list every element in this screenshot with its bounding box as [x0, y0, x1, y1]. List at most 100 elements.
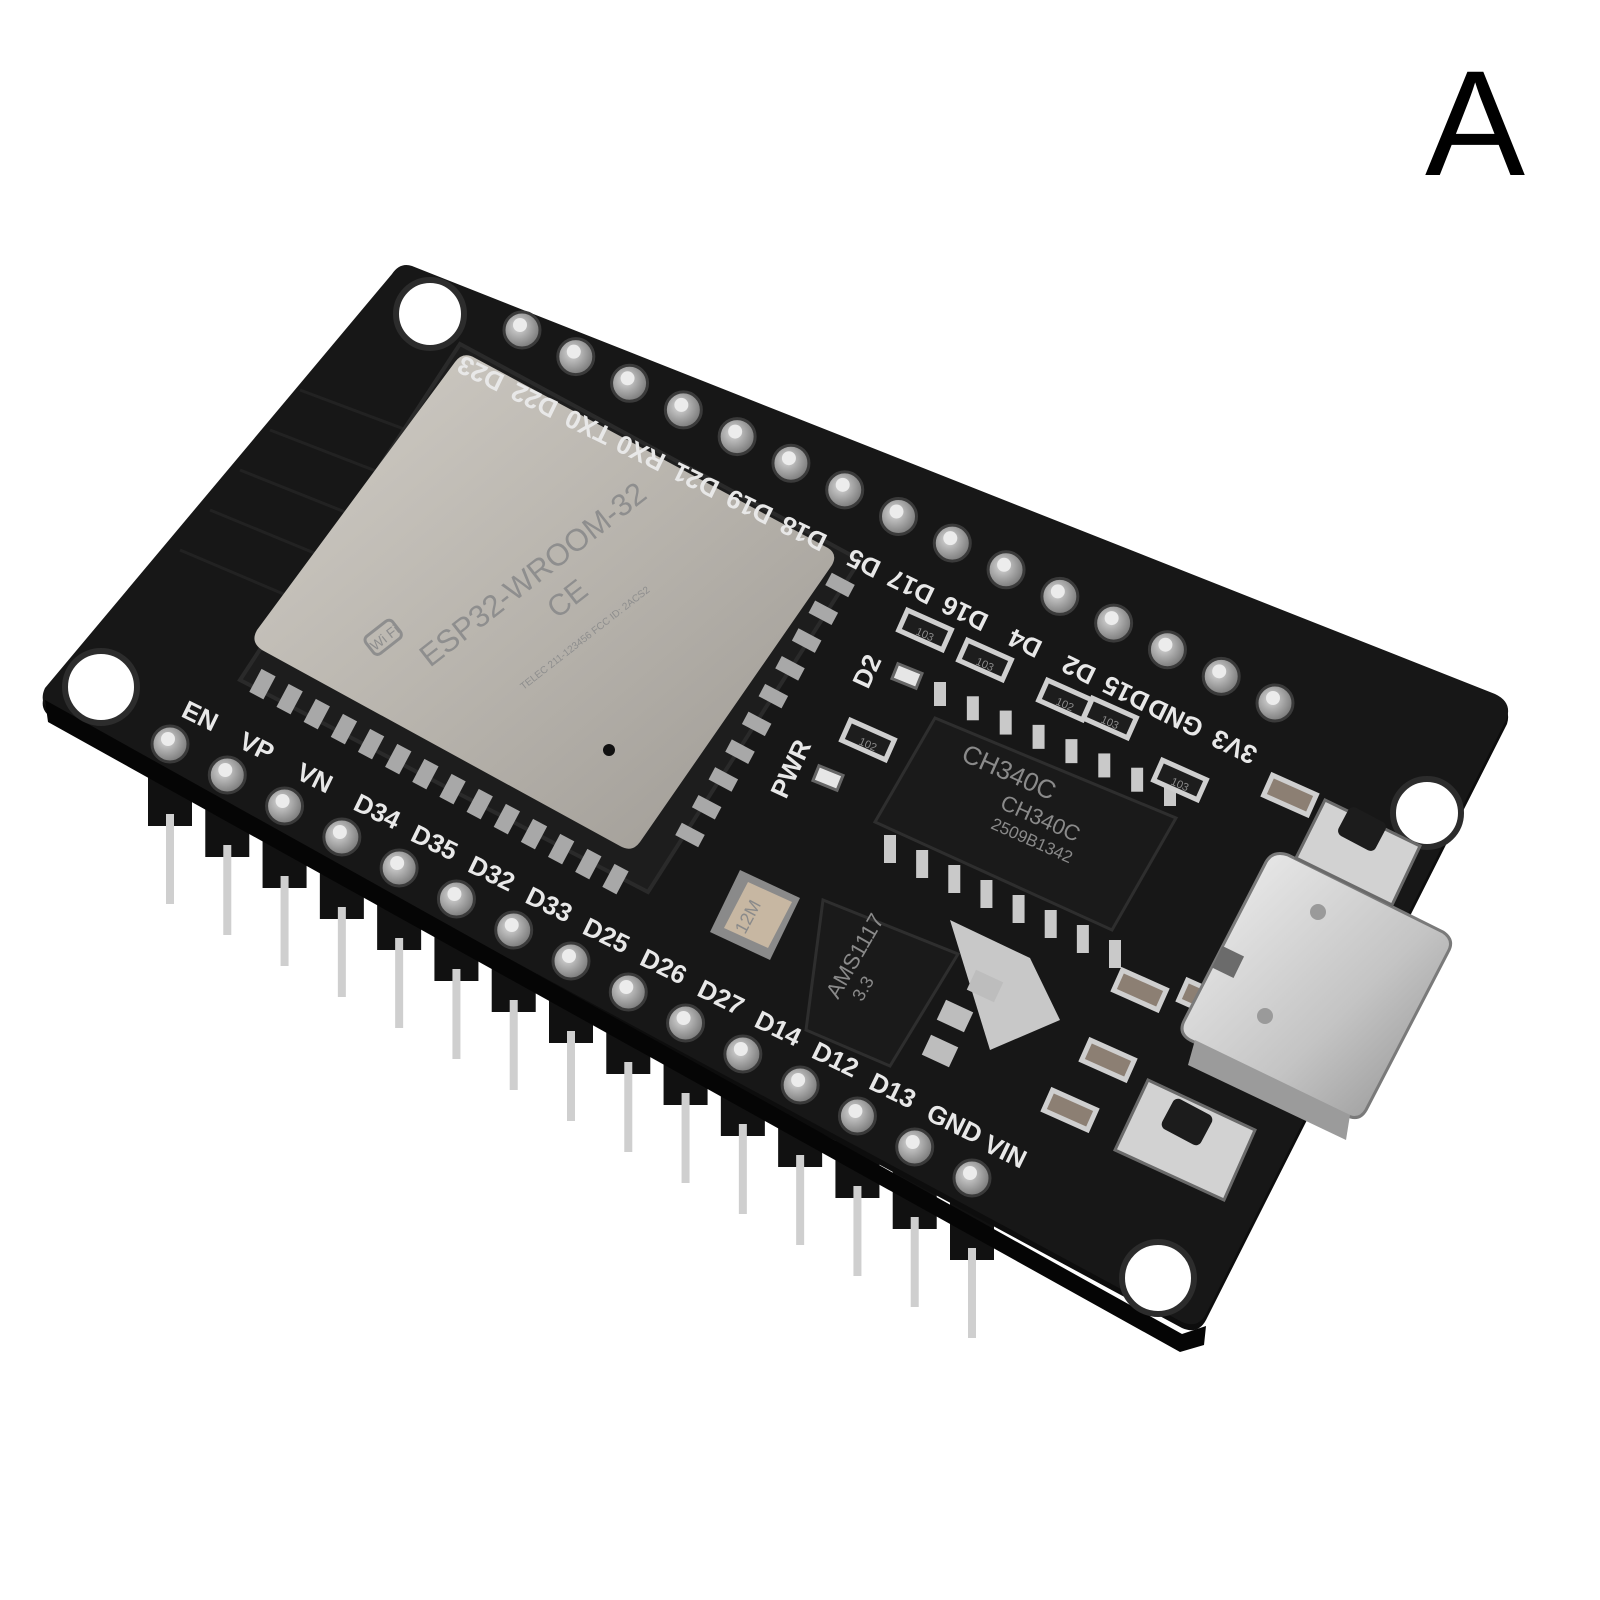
tactile-button-icon [1293, 798, 1422, 908]
pin-tip [674, 397, 689, 412]
pin-tip [889, 504, 904, 519]
pin-tip [1266, 691, 1280, 705]
esp32-module: Wi Fi ESP32-WROOM-32 CE TELEC 211-123456… [237, 341, 863, 895]
pin-tip [513, 318, 527, 332]
smd-resistor [955, 636, 1015, 684]
pin-tip [728, 424, 743, 439]
smd-resistor [895, 606, 955, 654]
header-pin-leg [166, 814, 174, 904]
module-pad [493, 803, 521, 835]
module-pad [725, 739, 755, 764]
module-pad [758, 683, 789, 709]
pin-tip [504, 918, 519, 932]
chip-leg [884, 835, 896, 863]
pin-tip [943, 531, 958, 546]
header-pin-leg [624, 1062, 633, 1152]
pin-tip [562, 949, 576, 963]
pin-tip [791, 1073, 806, 1087]
chip-leg [1131, 767, 1144, 792]
header-pin-leg [738, 1124, 747, 1214]
chip-leg [916, 850, 929, 878]
module-pad [547, 833, 575, 865]
chip-leg [966, 696, 979, 721]
module-pad [775, 656, 805, 681]
pin-tip [619, 980, 634, 994]
module-pad [412, 758, 439, 790]
header-pin-leg [395, 938, 404, 1028]
smd-capacitor [1078, 1036, 1138, 1084]
header-pin-leg [280, 876, 289, 966]
chip-leg [1065, 739, 1078, 764]
header-pin-leg [853, 1186, 862, 1276]
module-pad [741, 711, 772, 737]
module-pad [808, 600, 839, 626]
pin-tip [997, 557, 1012, 572]
led-d2 [889, 661, 925, 691]
module-pad [791, 628, 822, 653]
led-pwr [810, 763, 846, 793]
pin1-dot [603, 744, 615, 756]
smd-resistor [1035, 676, 1095, 724]
module-metal-shield [254, 355, 835, 849]
header-pin-leg [337, 907, 346, 997]
header-pin-leg [910, 1217, 919, 1307]
module-pad [385, 743, 412, 775]
chip-leg [1012, 895, 1025, 923]
header-pin-leg [509, 1000, 518, 1090]
pin-tip [447, 887, 462, 901]
module-pad [520, 818, 548, 850]
pin-tip [781, 451, 796, 466]
pin-tip [275, 794, 290, 808]
usb-uart-chip: CH340C CH340C 2509B1342 [872, 682, 1179, 968]
pin-tip [1050, 584, 1065, 599]
chip-leg [980, 880, 993, 908]
module-castellated-pads [249, 572, 855, 895]
module-pad [691, 794, 722, 820]
header-pin-leg [968, 1248, 976, 1338]
pin-tip [1158, 637, 1173, 652]
chip-leg [1109, 940, 1121, 968]
module-pad [357, 728, 385, 760]
header-pin-leg [223, 845, 232, 935]
module-pad [575, 848, 602, 880]
pin-tip [218, 763, 233, 777]
module-pad [708, 767, 739, 792]
smd-resistor [1150, 756, 1210, 804]
variant-letter: A [1425, 39, 1526, 207]
smd-capacitor [1260, 771, 1320, 819]
pin-tip [332, 825, 347, 839]
voltage-regulator: AMS1117 3.3 [804, 897, 1060, 1068]
pin-tip [1104, 611, 1119, 626]
usb-c-connector-icon [1180, 852, 1453, 1140]
pin-tip [676, 1011, 691, 1025]
pin-tip [963, 1166, 977, 1180]
module-pad [330, 713, 358, 745]
module-pad [825, 572, 855, 598]
pin-tip [1212, 664, 1227, 679]
smd-resistor [838, 716, 898, 764]
pin-tip [161, 732, 175, 746]
pin-tip [848, 1104, 863, 1118]
chip-leg [1076, 925, 1089, 953]
pin-tip [905, 1135, 920, 1149]
mounting-holes [62, 277, 1464, 1317]
header-pin-leg [452, 969, 461, 1059]
tactile-button-icon [1112, 1078, 1257, 1202]
chip-leg [1032, 724, 1045, 749]
pin-tip [390, 856, 405, 870]
module-pad [303, 698, 330, 730]
crystal: 12M [710, 870, 800, 960]
smd-capacitor [1110, 966, 1170, 1014]
chip-leg [1098, 753, 1111, 778]
module-pad [466, 788, 493, 820]
header-pin-leg [681, 1093, 690, 1183]
header-pin-leg [567, 1031, 575, 1121]
chip-leg [948, 865, 961, 893]
wifi-logo-icon [363, 618, 403, 656]
chip-leg [999, 710, 1012, 735]
module-pad [439, 773, 466, 805]
smd-capacitor [1040, 1086, 1100, 1134]
pin-tip [566, 344, 581, 359]
pin-tip [733, 1042, 748, 1056]
chip-leg [934, 682, 946, 706]
